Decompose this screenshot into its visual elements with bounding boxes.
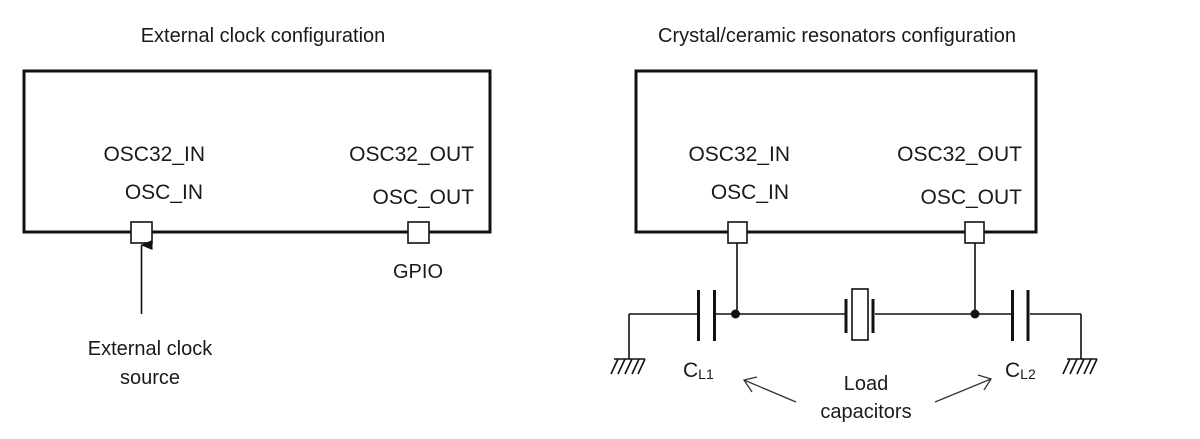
osc-in-pin-right xyxy=(727,221,748,244)
osc32-in-label-left: OSC32_IN xyxy=(103,143,205,166)
ground-symbol-left xyxy=(610,314,646,375)
ground-symbol-right xyxy=(1062,314,1098,375)
osc-out-label-left: OSC_OUT xyxy=(372,186,474,209)
gpio-label: GPIO xyxy=(393,261,443,283)
crystal-resonator-symbol xyxy=(844,288,875,341)
osc-in-label-right: OSC_IN xyxy=(711,181,789,204)
junction-node-right xyxy=(970,309,980,319)
cl2-label: CL2 xyxy=(1005,359,1036,382)
external-clock-source-label-line1: External clock xyxy=(88,338,213,360)
osc-out-label-right: OSC_OUT xyxy=(920,186,1022,209)
load-capacitors-label-line2: capacitors xyxy=(820,401,911,423)
external-clock-panel: External clock configuration OSC32_IN OS… xyxy=(22,25,492,389)
crystal-resonator-title: Crystal/ceramic resonators configuration xyxy=(658,25,1016,47)
mcu-box-left xyxy=(22,69,492,234)
osc32-out-label-left: OSC32_OUT xyxy=(349,143,474,166)
load-capacitors-label-line1: Load xyxy=(844,373,889,395)
capacitor-cl1 xyxy=(697,290,716,341)
arrow-to-cl1 xyxy=(742,376,797,403)
osc32-out-label-right: OSC32_OUT xyxy=(897,143,1022,166)
capacitor-cl2 xyxy=(1011,290,1030,341)
osc32-in-label-right: OSC32_IN xyxy=(688,143,790,166)
osc-in-label-left: OSC_IN xyxy=(125,181,203,204)
mcu-box-right xyxy=(634,69,1038,234)
osc-out-pin-right xyxy=(964,221,985,244)
osc-out-pin-left xyxy=(407,221,430,244)
cl1-label: CL1 xyxy=(683,359,714,382)
crystal-resonator-panel: Crystal/ceramic resonators configuration… xyxy=(610,25,1098,423)
external-clock-title: External clock configuration xyxy=(141,25,386,47)
osc-in-pin-left xyxy=(130,221,153,244)
arrow-to-cl2 xyxy=(934,374,993,403)
external-clock-source-label-line2: source xyxy=(120,367,180,389)
junction-node-left xyxy=(731,309,740,319)
